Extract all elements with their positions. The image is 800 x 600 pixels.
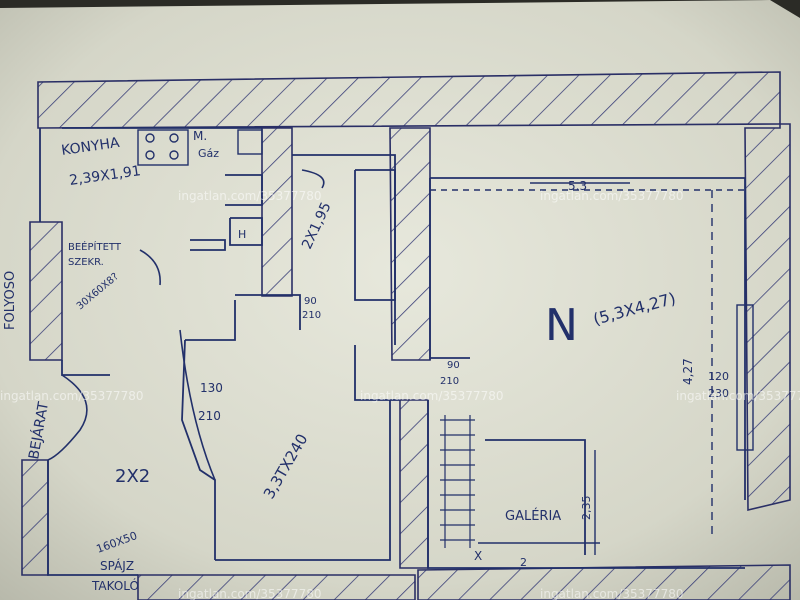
- staircase: [440, 415, 475, 548]
- hall-door-height: 210: [198, 409, 221, 423]
- big-room-depth: 4,27: [681, 358, 695, 385]
- big-room-name: N: [545, 300, 578, 351]
- big-room-door-height: 210: [440, 376, 459, 387]
- watermark: ingatlan.com/35377780: [0, 389, 143, 403]
- kitchen-fixtures: [137, 129, 263, 166]
- gallery-length: 2: [520, 556, 527, 569]
- watermark: ingatlan.com/35377780: [360, 389, 503, 403]
- window: [736, 304, 754, 451]
- door-arcs: [47, 169, 325, 481]
- stair-mark: X: [474, 549, 482, 563]
- walls: [21, 71, 791, 600]
- gas-meter-label-2: Gáz: [198, 147, 219, 160]
- big-room-door-width: 90: [447, 360, 460, 371]
- big-room-width: 5.3: [568, 179, 587, 193]
- bath-door-width: 90: [304, 296, 317, 307]
- bath-door-height: 210: [302, 310, 321, 321]
- left-margin-text: FOLYOSO: [3, 271, 18, 330]
- pantry-label-2: TAKOLÓ: [91, 578, 139, 593]
- watermark: ingatlan.com/35377780: [676, 389, 800, 403]
- hall-size: 2X2: [115, 466, 150, 487]
- window-height: 230: [708, 387, 729, 400]
- hall-door-width: 130: [200, 381, 223, 395]
- room-lines: [39, 127, 746, 576]
- built-in-wardrobe-label-2: SZEKR.: [68, 257, 104, 268]
- h-mark: H: [238, 228, 246, 241]
- dimension-lines: [430, 182, 745, 555]
- gallery-label: GALÉRIA: [505, 508, 561, 524]
- window-width: 120: [708, 370, 729, 383]
- gallery-width: 2,35: [580, 496, 593, 521]
- built-in-wardrobe-label: BEÉPÍTETT: [68, 240, 122, 253]
- gas-meter-label: M.: [193, 129, 207, 143]
- pantry-label: SPÁJZ: [100, 558, 134, 573]
- watermark: ingatlan.com/35377780: [178, 189, 321, 203]
- watermark: ingatlan.com/35377780: [540, 587, 683, 600]
- watermark: ingatlan.com/35377780: [178, 587, 321, 600]
- watermark: ingatlan.com/35377780: [540, 189, 683, 203]
